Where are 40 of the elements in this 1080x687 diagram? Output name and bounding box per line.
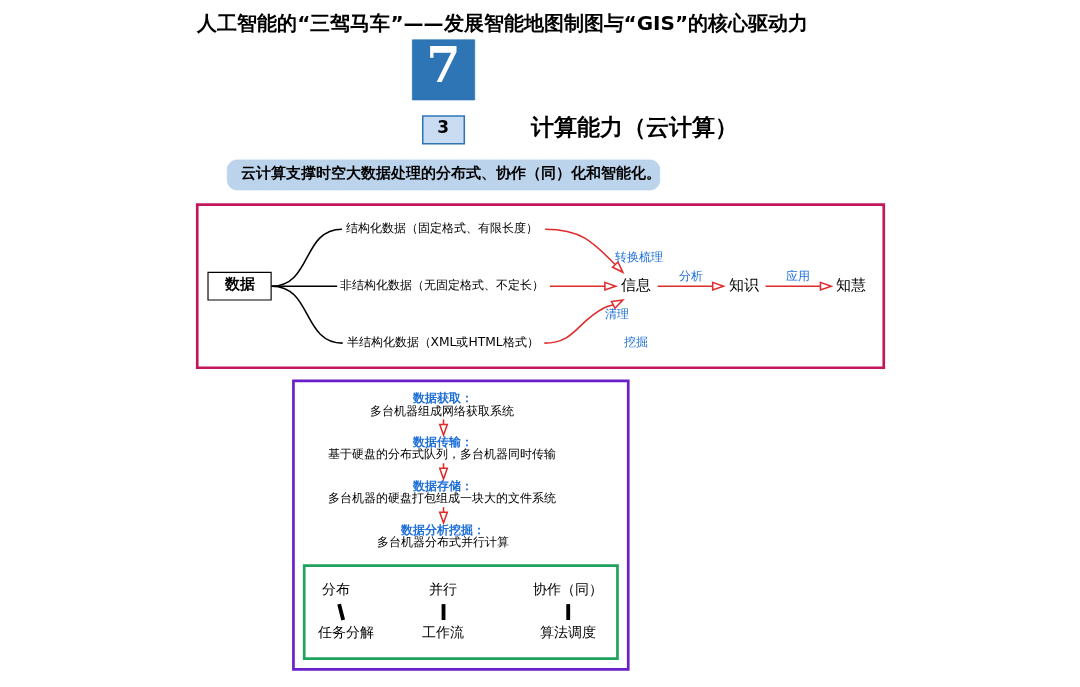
node-text: 知慧 — [835, 276, 866, 295]
label: 挖掘 — [623, 335, 648, 350]
arrow — [548, 281, 618, 291]
node-text: 数据存储： 多台机器的硬盘打包组成一块大的文件系统 — [327, 478, 556, 506]
node-box: 数据 — [206, 271, 272, 301]
arrow — [543, 298, 625, 344]
node-text: 分布 — [321, 580, 350, 597]
edge-label: 转换梳理 — [614, 249, 663, 264]
edge-label: 应用 — [785, 268, 810, 283]
node-text: 信息 — [620, 276, 651, 295]
arrow — [543, 228, 624, 274]
connector — [270, 228, 343, 287]
node-box: 3 — [421, 115, 465, 145]
connector — [269, 285, 338, 287]
node-text: 任务分解 — [317, 624, 374, 641]
node-text: 数据分析挖掘： 多台机器分布式并行计算 — [376, 522, 509, 550]
connector — [270, 285, 343, 344]
arrow — [656, 281, 726, 291]
node-text: 知识 — [728, 276, 759, 295]
node-text: 非结构化数据（无固定格式、不定长） — [339, 278, 544, 293]
connector — [565, 604, 570, 620]
diagram-title: 人工智能的“三驾马车”——发展智能地图制图与“GIS”的核心驱动力 — [196, 10, 808, 35]
node-text: 协作（同） — [532, 580, 603, 597]
node-text: 工作流 — [421, 624, 464, 641]
connector — [336, 603, 345, 621]
cluster — [195, 203, 885, 370]
node-box: 7 — [411, 39, 475, 101]
node-box: 云计算支撑时空大数据处理的分布式、协作（同）化和智能化。 — [226, 159, 660, 191]
node-text: 数据获取： 多台机器组成网络获取系统 — [369, 391, 514, 418]
edge-label: 分析 — [678, 268, 703, 283]
node-text: 并行 — [428, 580, 457, 597]
cluster — [302, 564, 619, 660]
node-text: 数据传输： 基于硬盘的分布式队列，多台机器同时传输 — [327, 435, 556, 462]
label: 计算能力（云计算） — [530, 113, 738, 140]
edge-label: 清理 — [604, 306, 629, 321]
arrow — [764, 281, 834, 291]
node-text: 半结构化数据（XML或HTML格式） — [346, 335, 539, 350]
cluster — [291, 379, 630, 671]
node-text: 算法调度 — [539, 624, 596, 641]
node-text: 结构化数据（固定格式、有限长度） — [345, 221, 538, 236]
